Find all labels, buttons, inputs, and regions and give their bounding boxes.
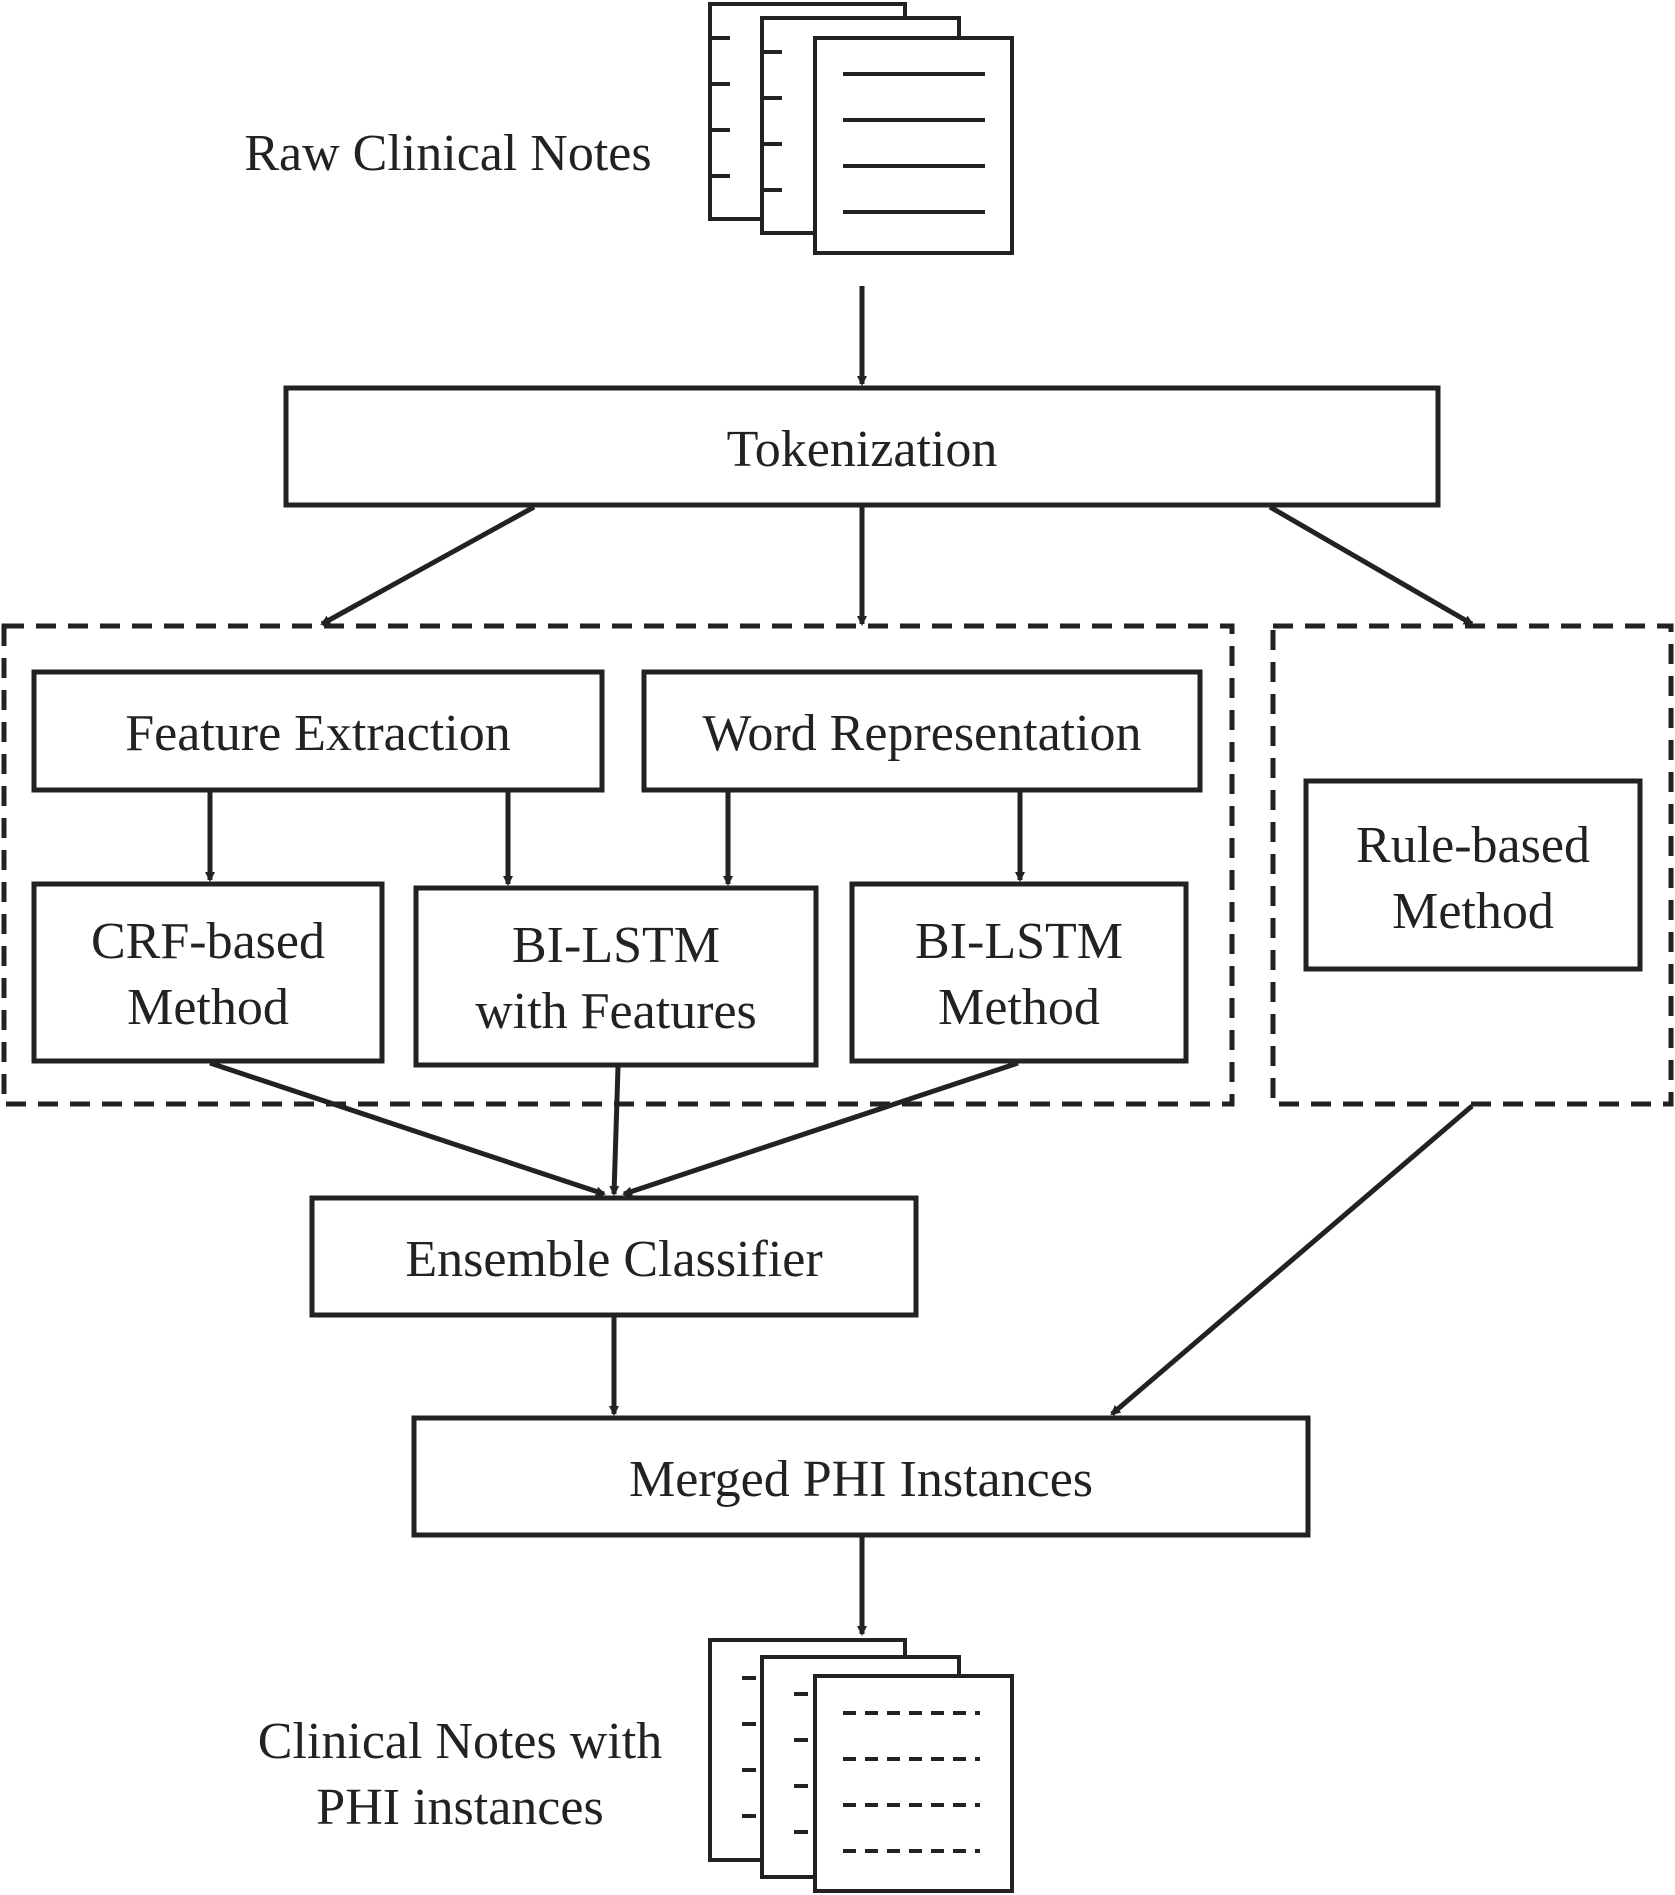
raw-notes-document-icon xyxy=(708,2,1014,255)
rule-method-label-line1: Rule-based xyxy=(1356,817,1590,874)
raw-notes-label: Raw Clinical Notes xyxy=(244,125,651,182)
bilstm-method-label-line2: Method xyxy=(938,979,1100,1036)
edge-tokenization-to-rule xyxy=(1268,504,1474,627)
rule-methods-group xyxy=(1270,623,1674,1107)
word-representation-label: Word Representation xyxy=(702,705,1141,762)
edge-bilstm-to-ensemble xyxy=(622,1060,1019,1197)
output-notes-label-line2: PHI instances xyxy=(316,1779,603,1836)
bilstm-features-box xyxy=(413,885,819,1068)
bilstm-method-label-line1: BI-LSTM xyxy=(915,913,1123,970)
ensemble-classifier-label: Ensemble Classifier xyxy=(405,1231,822,1288)
ensemble-classifier-box xyxy=(309,1195,919,1318)
edge-bilstm-features-to-ensemble xyxy=(609,1066,621,1196)
crf-method-label-line1: CRF-based xyxy=(91,913,325,970)
word-representation-box xyxy=(641,669,1203,793)
merged-phi-label: Merged PHI Instances xyxy=(629,1451,1093,1508)
output-notes-document-icon xyxy=(708,1638,1014,1893)
merged-phi-box xyxy=(411,1415,1311,1538)
rule-method-label-line2: Method xyxy=(1392,883,1554,940)
crf-method-box xyxy=(31,881,385,1064)
bilstm-features-label-line2: with Features xyxy=(475,983,757,1040)
tokenization-label: Tokenization xyxy=(727,421,998,478)
rule-method-box xyxy=(1303,778,1643,972)
bilstm-method-box xyxy=(849,881,1189,1064)
output-notes-label-line1: Clinical Notes with xyxy=(258,1713,662,1770)
feature-extraction-label: Feature Extraction xyxy=(125,705,511,762)
tokenization-box xyxy=(283,385,1441,508)
crf-method-label-line2: Method xyxy=(127,979,289,1036)
edge-crf-to-ensemble xyxy=(209,1060,606,1197)
edge-rule-to-merged xyxy=(1110,1104,1474,1416)
bilstm-features-label-line1: BI-LSTM xyxy=(512,917,720,974)
feature-extraction-box xyxy=(31,669,605,793)
edge-tokenization-to-ml-left xyxy=(320,504,536,627)
